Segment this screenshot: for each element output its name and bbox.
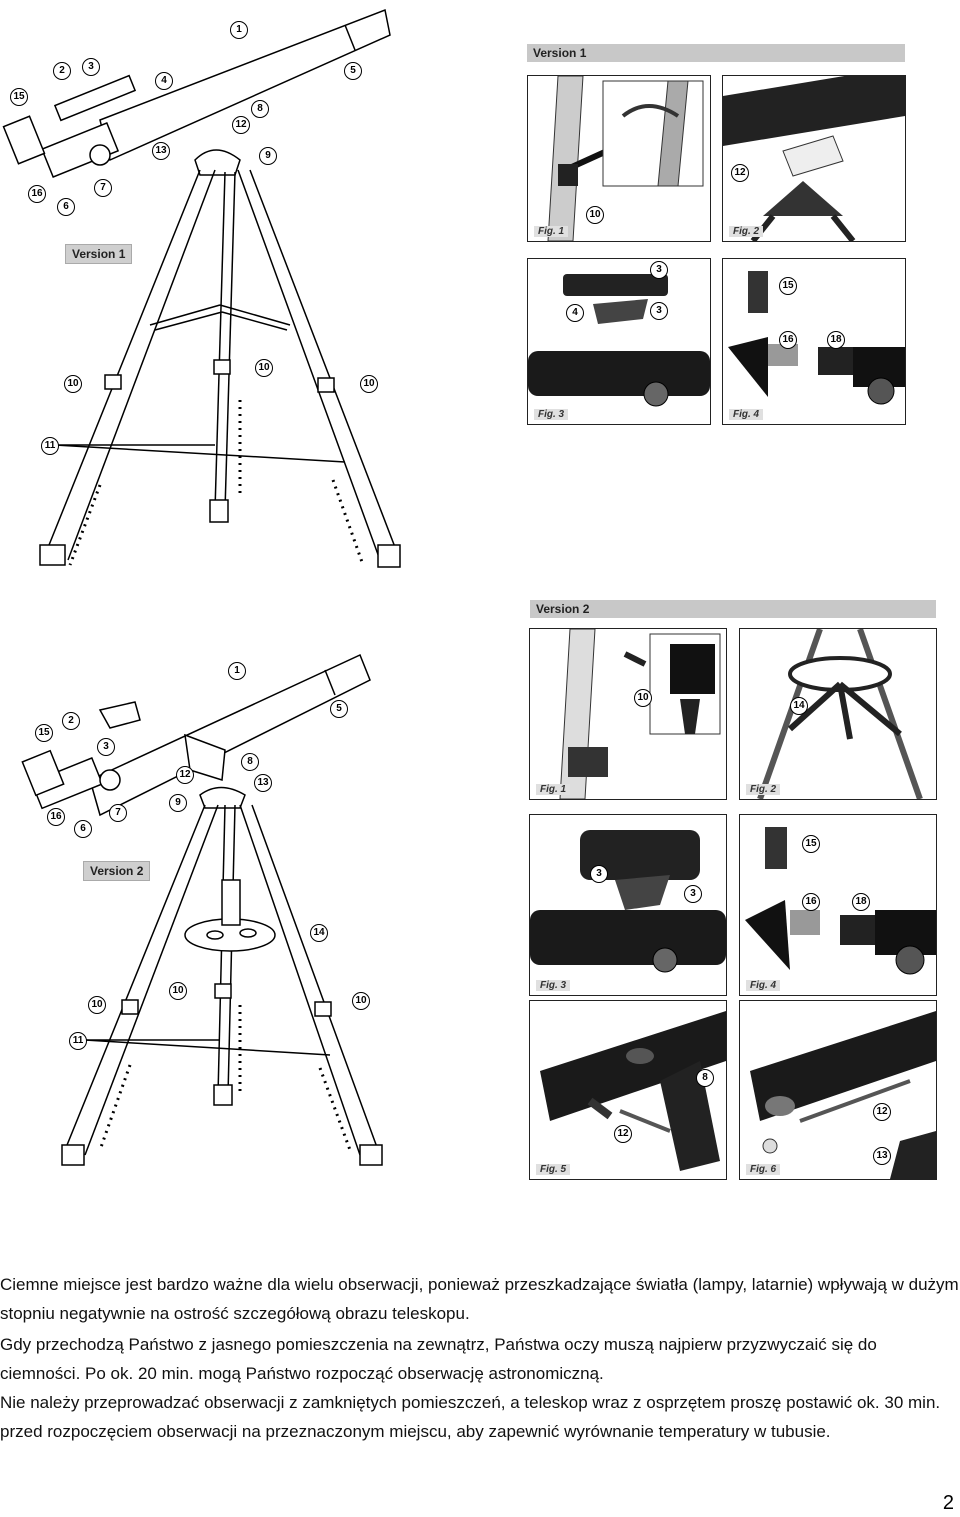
v2-fig4-callout-15: 15 [802, 835, 820, 853]
v2-fig2: 14 Fig. 2 [739, 628, 937, 800]
v1-fig1-label: Fig. 1 [534, 226, 569, 237]
v2-callout-8: 8 [241, 753, 259, 771]
callout-8: 8 [251, 100, 269, 118]
version-1-tag: Version 1 [65, 244, 133, 264]
callout-15: 15 [10, 88, 28, 106]
v2-callout-10a: 10 [88, 996, 106, 1014]
callout-10b: 10 [255, 359, 273, 377]
v2-fig5-callout-12: 12 [614, 1125, 632, 1143]
v2-fig1: 10 Fig. 1 [529, 628, 727, 800]
callout-11: 11 [41, 437, 59, 455]
v2-callout-10c: 10 [352, 992, 370, 1010]
v2-callout-12: 12 [176, 766, 194, 784]
v2-callout-2: 2 [62, 712, 80, 730]
v2-fig3-label: Fig. 3 [536, 980, 571, 991]
v1-fig4: 15 16 18 Fig. 4 [722, 258, 906, 425]
v2-fig2-label: Fig. 2 [746, 784, 781, 795]
v2-callout-6: 6 [74, 820, 92, 838]
callout-10c: 10 [360, 375, 378, 393]
v2-callout-16: 16 [47, 808, 65, 826]
callout-1: 1 [230, 21, 248, 39]
v1-fig3-callout-3b: 3 [650, 302, 668, 320]
version-2-bar: Version 2 [530, 600, 936, 618]
v2-fig6: 12 13 Fig. 6 [739, 1000, 937, 1180]
callout-4: 4 [155, 72, 173, 90]
v2-callout-11: 11 [69, 1032, 87, 1050]
v2-fig3-callout-3a: 3 [590, 865, 608, 883]
paragraph-temperature: Nie należy przeprowadzać obserwacji z za… [0, 1393, 941, 1441]
v2-callout-15: 15 [35, 724, 53, 742]
v2-fig4: 15 16 18 Fig. 4 [739, 814, 937, 996]
v2-fig3-callout-3b: 3 [684, 885, 702, 903]
paragraph-dark-place: Ciemne miejsce jest bardzo ważne dla wie… [0, 1275, 959, 1323]
callout-13: 13 [152, 142, 170, 160]
v1-fig4-callout-15: 15 [779, 277, 797, 295]
v2-callout-1: 1 [228, 662, 246, 680]
v2-fig4-callout-16: 16 [802, 893, 820, 911]
callout-12: 12 [232, 116, 250, 134]
v2-fig6-label: Fig. 6 [746, 1164, 781, 1175]
version-1-bar: Version 1 [527, 44, 905, 62]
v1-fig2: 12 Fig. 2 [722, 75, 906, 242]
v1-fig3-label: Fig. 3 [534, 409, 569, 420]
v2-callout-10b: 10 [169, 982, 187, 1000]
callout-2: 2 [53, 62, 71, 80]
v1-fig1: 10 Fig. 1 [527, 75, 711, 242]
v2-fig4-label: Fig. 4 [746, 980, 781, 991]
v2-callout-13: 13 [254, 774, 272, 792]
callout-9: 9 [259, 147, 277, 165]
v2-fig5-callout-8: 8 [696, 1069, 714, 1087]
callout-3: 3 [82, 58, 100, 76]
v1-fig3-callout-4: 4 [566, 304, 584, 322]
paragraph-eyes-adapt: Gdy przechodzą Państwo z jasnego pomiesz… [0, 1335, 877, 1383]
v2-fig3: 3 3 Fig. 3 [529, 814, 727, 996]
telescope-v1-drawing [2, 8, 401, 568]
v1-fig1-callout-10: 10 [586, 206, 604, 224]
v2-fig4-callout-18: 18 [852, 893, 870, 911]
callout-10a: 10 [64, 375, 82, 393]
v2-fig2-callout-14: 14 [790, 697, 808, 715]
callout-6: 6 [57, 198, 75, 216]
callout-5: 5 [344, 62, 362, 80]
callout-16: 16 [28, 185, 46, 203]
v2-fig5: 8 12 Fig. 5 [529, 1000, 727, 1180]
page-number: 2 [942, 1492, 954, 1514]
v1-fig4-label: Fig. 4 [729, 409, 764, 420]
v2-fig6-callout-13: 13 [873, 1147, 891, 1165]
telescope-v2-drawing [21, 653, 383, 1166]
callout-7: 7 [94, 179, 112, 197]
v1-fig3-callout-3a: 3 [650, 261, 668, 279]
v1-fig2-label: Fig. 2 [729, 226, 764, 237]
v2-callout-9: 9 [169, 794, 187, 812]
v1-fig3: 3 3 4 Fig. 3 [527, 258, 711, 425]
v1-fig4-callout-16: 16 [779, 331, 797, 349]
v1-fig2-callout-12: 12 [731, 164, 749, 182]
v2-fig5-label: Fig. 5 [536, 1164, 571, 1175]
v2-callout-14: 14 [310, 924, 328, 942]
v2-fig1-callout-10: 10 [634, 689, 652, 707]
v1-fig4-callout-18: 18 [827, 331, 845, 349]
v2-fig6-callout-12: 12 [873, 1103, 891, 1121]
version-2-tag: Version 2 [83, 861, 151, 881]
v2-callout-5: 5 [330, 700, 348, 718]
v2-fig1-label: Fig. 1 [536, 784, 571, 795]
v2-callout-3: 3 [97, 738, 115, 756]
v2-callout-7: 7 [109, 804, 127, 822]
